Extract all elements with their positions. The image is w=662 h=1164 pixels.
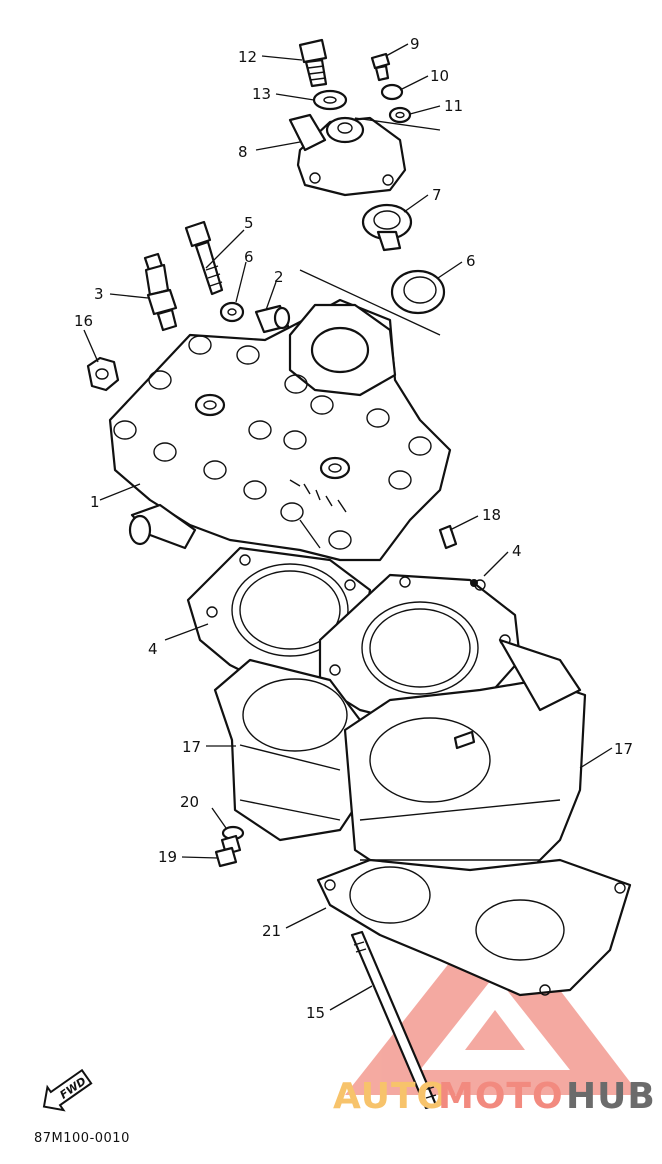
watermark-moto: MOTO [438,1076,564,1117]
drain-bolt-group [214,825,245,868]
callout-16: 16 [74,312,93,330]
base-gasket [316,858,632,997]
cylinder-block [213,638,587,897]
watermark-auto: AUTO [333,1076,448,1117]
cylinder-head [108,298,452,562]
callout-21: 21 [262,922,281,940]
callout-13: 12 [238,48,257,66]
callout-19: 19 [158,848,177,866]
callout-1: 1 [90,493,100,511]
callout-4-left: 4 [148,640,158,658]
callout-5: 5 [244,214,254,232]
callout-11: 10 [430,67,449,85]
callout-6: 6 [244,248,254,266]
dowel-pin [438,524,458,550]
callout-17-left: 17 [182,738,201,756]
head-bolt-holes [113,335,432,550]
callout-20: 20 [180,793,199,811]
thermostat-cover-group [288,38,446,336]
watermark-triangle-icon [345,905,640,1095]
diagram-part-code: 87M100-0010 [34,1131,130,1146]
callout-12: 11 [444,97,463,115]
watermark-hub: HUB [566,1076,656,1117]
callout-4-right: 4 [512,542,522,560]
callout-7: 7 [432,186,442,204]
callout-9: 8 [238,143,248,161]
callout-8: 6 [466,252,476,270]
cylinder-stud [350,930,438,1110]
callout-15: 15 [306,1004,325,1022]
watermark-logo: AUTO MOTO HUB [333,1076,656,1117]
callout-17-right: 17 [614,740,633,758]
callout-3: 3 [94,285,104,303]
callout-2: 2 [274,268,284,286]
callout-18: 18 [482,506,501,524]
callout-14: 13 [252,85,271,103]
callout-numbers: 12 13 9 10 11 8 7 6 5 6 2 3 16 1 18 4 4 … [74,35,633,1022]
leader-lines [83,43,613,1011]
head-fasteners-group [86,220,291,392]
fwd-arrow-icon: FWD [42,1068,93,1112]
callout-10: 9 [410,35,420,53]
